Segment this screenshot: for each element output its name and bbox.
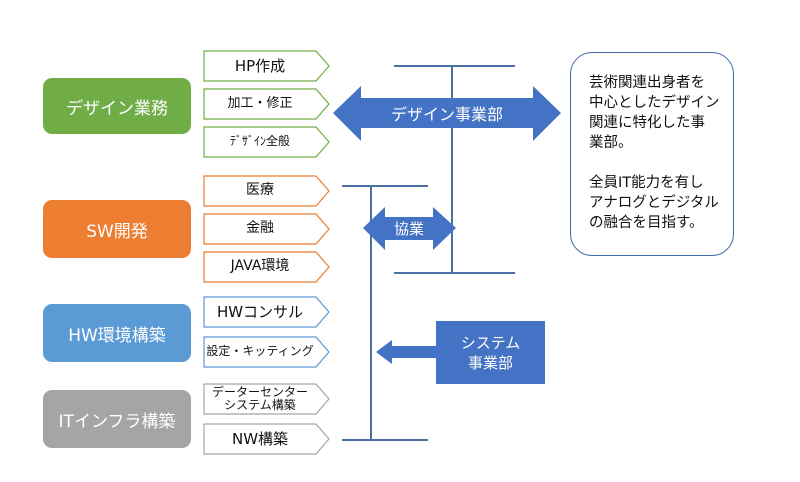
system-arrow-shape <box>376 340 437 364</box>
item-label: 設定・キッティング <box>206 344 314 359</box>
item-label: 加工・修正 <box>227 95 293 111</box>
description-line: 関連に特化した事 <box>589 115 705 131</box>
chevron-shape <box>203 50 330 82</box>
chevron-shape <box>203 175 330 207</box>
item-label: 金融 <box>246 220 274 237</box>
description-line: の融合を目指す。 <box>589 215 704 231</box>
description-box: 芸術関連出身者を 中心としたデザイン 関連に特化した事 業部。 全員IT能力を有… <box>570 52 734 256</box>
item-chevron: HP作成 <box>203 50 331 82</box>
description-line: 業部。 <box>589 135 633 151</box>
design-bracket-vertical <box>451 65 453 274</box>
description-line: 中心としたデザイン <box>589 95 720 111</box>
category-it: ITインフラ構築 <box>43 390 191 448</box>
design-division-label: デザイン事業部 <box>390 105 503 124</box>
category-design-label: デザイン業務 <box>66 98 168 119</box>
item-label: HWコンサル <box>216 302 304 321</box>
chevron-shape <box>203 423 330 455</box>
item-chevron: ﾃﾞｻﾞｲﾝ全般 <box>203 126 331 158</box>
system-division-line2: 事業部 <box>467 353 513 372</box>
item-chevron: HWコンサル <box>203 296 331 328</box>
system-division-box: システム 事業部 <box>436 321 545 384</box>
design-division-arrow-shape <box>333 86 561 141</box>
design-bracket-top <box>394 65 515 67</box>
chevron-shape <box>203 88 330 120</box>
item-label: JAVA環境 <box>230 258 290 275</box>
description-gap <box>589 153 733 173</box>
system-bracket-vertical <box>370 185 372 441</box>
collaboration-arrow-shape <box>363 207 456 250</box>
chevron-shape <box>203 251 330 283</box>
item-label: 医療 <box>246 182 274 199</box>
item-chevron: 加工・修正 <box>203 88 331 120</box>
category-design: デザイン業務 <box>43 78 191 134</box>
chevron-shape <box>203 126 330 158</box>
chevron-shape <box>203 383 330 415</box>
item-label: HP作成 <box>234 56 286 75</box>
item-chevron: NW構築 <box>203 423 331 455</box>
category-hw: HW環境構築 <box>43 304 191 362</box>
item-chevron: 金融 <box>203 213 331 245</box>
description-line: アナログとデジタル <box>589 195 719 211</box>
category-hw-label: HW環境構築 <box>68 325 166 346</box>
item-label: NW構築 <box>231 429 289 448</box>
item-label: ﾃﾞｻﾞｲﾝ全般 <box>229 134 290 149</box>
item-chevron: データーセンター システム構築 <box>203 383 331 415</box>
chevron-shape <box>203 213 330 245</box>
collaboration-label: 協業 <box>393 220 424 238</box>
description-line: 芸術関連出身者を <box>589 75 705 91</box>
chevron-shape <box>203 336 330 368</box>
item-label: データーセンター システム構築 <box>211 384 308 412</box>
item-chevron: JAVA環境 <box>203 251 331 283</box>
item-chevron: 設定・キッティング <box>203 336 331 368</box>
item-chevron: 医療 <box>203 175 331 207</box>
system-bracket-bottom <box>342 439 428 441</box>
chevron-shape <box>203 296 330 328</box>
system-division-line1: システム <box>460 333 521 352</box>
category-sw-label: SW開発 <box>86 221 148 242</box>
description-line: 全員IT能力を有し <box>589 175 704 191</box>
design-bracket-bottom <box>394 272 515 274</box>
category-sw: SW開発 <box>43 200 191 258</box>
category-it-label: ITインフラ構築 <box>58 411 176 432</box>
system-bracket-top <box>342 185 428 187</box>
